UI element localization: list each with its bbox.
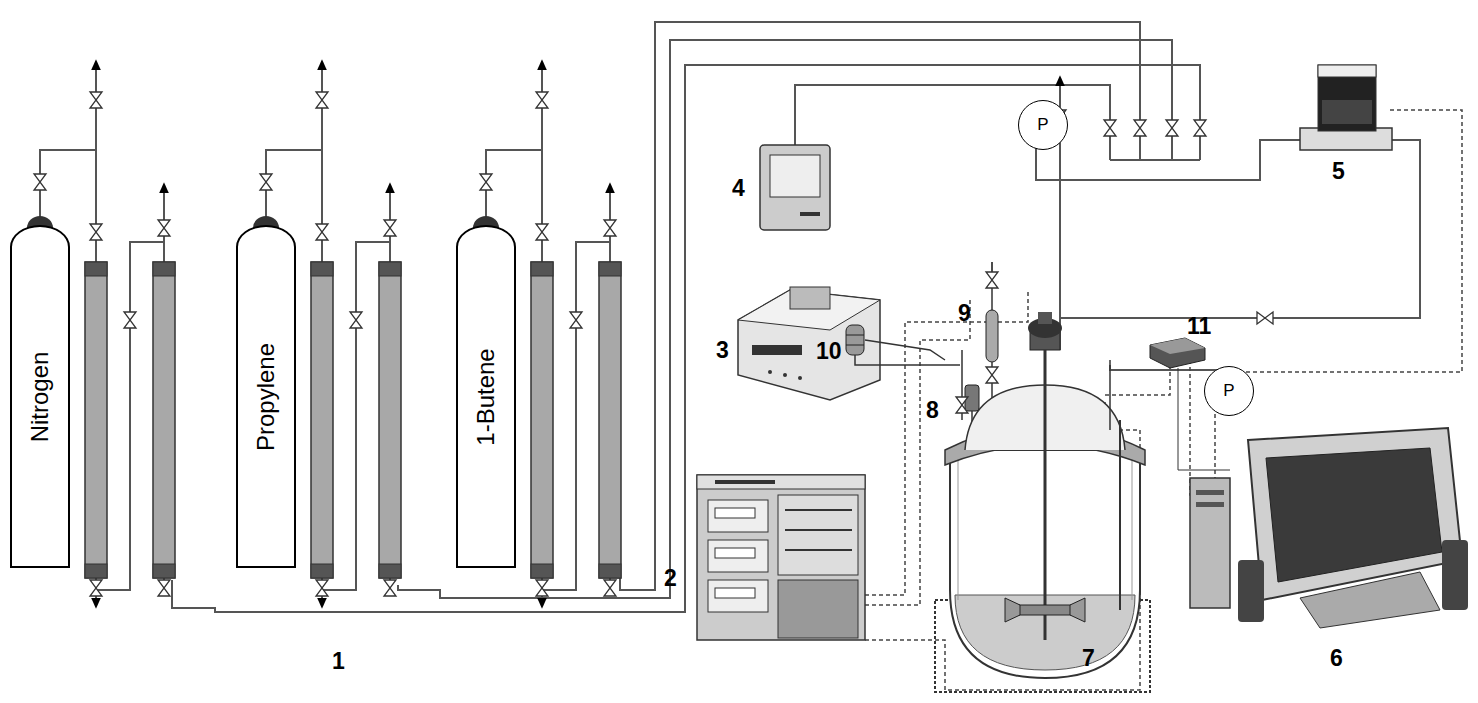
purifier-column <box>311 262 333 578</box>
column-cap <box>599 262 621 276</box>
valve-symbol <box>90 224 102 240</box>
valve-symbol <box>1257 312 1273 324</box>
column-cap <box>311 564 333 578</box>
vent-arrow <box>609 187 611 193</box>
node-label: 1-Butene <box>472 348 500 445</box>
column-cap <box>85 262 107 276</box>
column-cap <box>531 262 553 276</box>
valve-symbol <box>986 367 998 383</box>
drain-arrow <box>541 598 543 604</box>
drain-arrow <box>321 598 323 604</box>
gas-line <box>40 150 96 225</box>
valve-symbol <box>1104 120 1116 136</box>
controller-rack <box>697 475 865 640</box>
gas-lines <box>40 22 1420 612</box>
vent-arrow <box>163 187 165 193</box>
column-cap <box>379 262 401 276</box>
gas-line <box>266 150 322 225</box>
callout-number: 3 <box>716 337 729 364</box>
column-cap <box>153 564 175 578</box>
valve-symbol <box>90 580 102 596</box>
callout-number: 10 <box>816 338 842 365</box>
gas-cylinder: 1-Butene <box>456 225 516 568</box>
callout-number: 9 <box>958 300 971 327</box>
gas-line <box>486 150 542 225</box>
gas-cylinder: Propylene <box>236 225 296 568</box>
valves <box>34 92 1273 596</box>
node-label: P <box>1223 381 1234 401</box>
valve-symbol <box>604 220 616 236</box>
callout-number: 6 <box>1330 645 1343 672</box>
purifier-column <box>599 262 621 578</box>
valve-symbol <box>34 174 46 190</box>
valve-symbol <box>158 220 170 236</box>
callout-number: 4 <box>732 175 745 202</box>
node-label: Nitrogen <box>26 351 54 442</box>
valve-symbol <box>384 580 396 596</box>
valve-symbol <box>90 92 102 108</box>
column-cap <box>379 564 401 578</box>
purifier-columns <box>27 216 621 578</box>
callout-number: 2 <box>664 565 677 592</box>
reactor <box>935 312 1150 692</box>
callout-number: 11 <box>1187 313 1211 340</box>
node-label: P <box>1037 115 1048 135</box>
purifier-column <box>531 262 553 578</box>
column-cap <box>153 262 175 276</box>
column-cap <box>531 564 553 578</box>
column-cap <box>85 564 107 578</box>
drain-arrow <box>95 598 97 604</box>
mass-flow-controller <box>1300 65 1392 150</box>
valve-symbol <box>536 92 548 108</box>
sensor <box>846 325 960 365</box>
vent-arrow <box>541 64 543 70</box>
callout-number: 1 <box>332 648 345 675</box>
node-label: Propylene <box>252 342 280 450</box>
valve-symbol <box>384 220 396 236</box>
computer <box>1190 428 1468 628</box>
injection-vessel <box>986 262 998 405</box>
valve-symbol <box>986 272 998 288</box>
valve-symbol <box>1194 120 1206 136</box>
callout-number: 8 <box>926 397 939 424</box>
valve-symbol <box>316 92 328 108</box>
valve-symbol <box>536 224 548 240</box>
purifier-column <box>153 262 175 578</box>
valve-symbol <box>260 174 272 190</box>
signal-wires <box>865 110 1462 690</box>
valve-symbol <box>1166 120 1178 136</box>
valve-symbol <box>350 312 362 328</box>
gas-cylinder: Nitrogen <box>10 225 70 568</box>
column-cap <box>599 564 621 578</box>
vent-arrow <box>389 187 391 193</box>
valve-symbol <box>316 580 328 596</box>
valve-symbol <box>124 312 136 328</box>
callout-number: 7 <box>1082 645 1095 672</box>
valve-symbol <box>536 580 548 596</box>
purifier-column <box>85 262 107 578</box>
control-unit <box>738 287 945 400</box>
valve-symbol <box>604 580 616 596</box>
purifier-column <box>379 262 401 578</box>
display-monitor <box>760 145 830 230</box>
valve-symbol <box>1134 120 1146 136</box>
vent-arrow <box>321 64 323 70</box>
column-cap <box>311 262 333 276</box>
valve-symbol <box>316 224 328 240</box>
pressure-gauge: P <box>1204 366 1254 416</box>
valve-symbol <box>956 397 968 413</box>
valve-symbol <box>158 580 170 596</box>
vent-arrow <box>95 64 97 70</box>
valve-symbol <box>480 174 492 190</box>
pressure-gauge: P <box>1018 100 1068 150</box>
valve-symbol <box>570 312 582 328</box>
callout-number: 5 <box>1332 158 1345 185</box>
